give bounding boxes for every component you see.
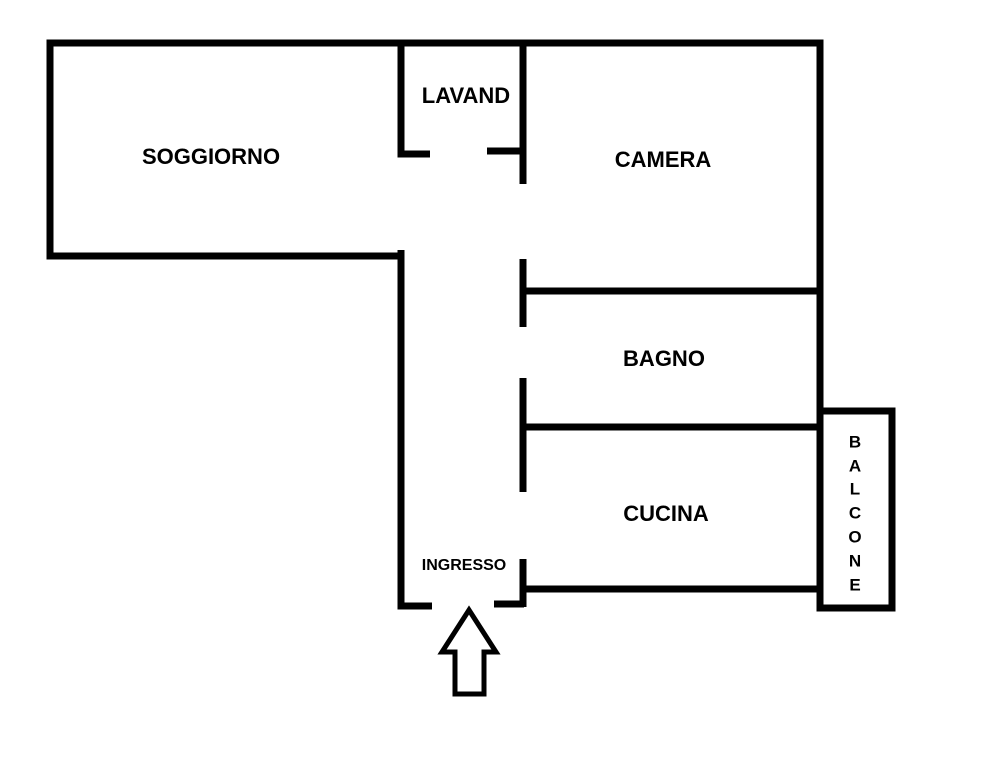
walls [46, 39, 896, 612]
balcone-letter: N [849, 551, 861, 570]
label-ingresso: INGRESSO [422, 557, 506, 574]
balcone-letter: A [849, 456, 861, 475]
up-arrow-icon [437, 605, 501, 697]
label-cucina: CUCINA [623, 501, 709, 526]
label-camera: CAMERA [615, 147, 712, 172]
label-lavand: LAVAND [422, 83, 510, 108]
balcone-letter: B [849, 432, 861, 451]
balcone-letter: E [849, 575, 860, 594]
lavand-left-wall [397, 43, 430, 158]
label-bagno: BAGNO [623, 346, 705, 371]
corridor-left-wall [397, 250, 432, 610]
balcone-letter: C [849, 503, 861, 522]
label-soggiorno: SOGGIORNO [142, 144, 280, 169]
balcone-letter: L [850, 479, 860, 498]
outer-wall-main [46, 39, 824, 427]
balcone-outline [816, 407, 896, 612]
balcone-letter: O [848, 527, 861, 546]
label-balcone: B A L C O N E [848, 432, 861, 594]
